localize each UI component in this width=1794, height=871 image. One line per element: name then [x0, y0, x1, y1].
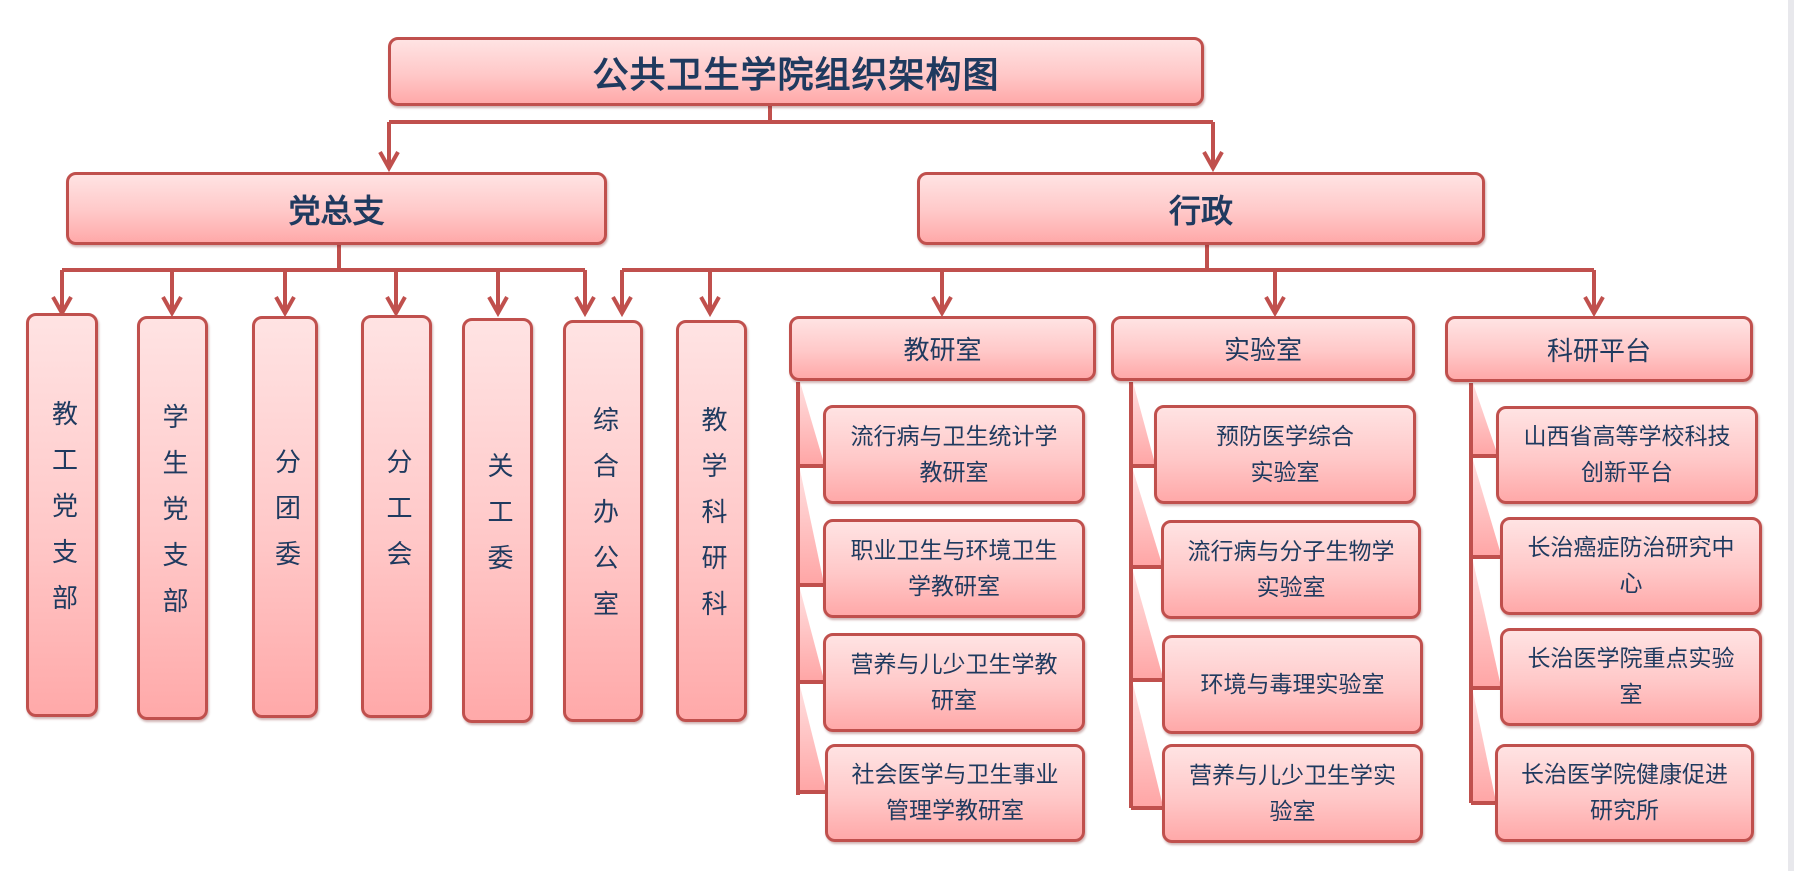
node-party-branch: 党总支: [66, 172, 607, 245]
sub-node: 长治医学院重点实验室: [1500, 628, 1762, 726]
node-label: 行政: [1168, 191, 1233, 230]
arrow-head: [1264, 296, 1286, 318]
node-label: 教工党支部: [47, 400, 78, 630]
node-label: 综合办公室: [588, 406, 619, 636]
node-teaching-offices: 教研室: [789, 316, 1096, 381]
node-teaching-research-section: 教学科研科: [676, 320, 747, 722]
sub-node-line: 验室: [1269, 798, 1316, 825]
connector-wedge: [800, 382, 823, 466]
arrow-head: [931, 296, 953, 318]
sub-node-line: 社会医学与卫生事业: [851, 762, 1059, 788]
sub-node: 营养与儿少卫生学实验室: [1162, 744, 1423, 843]
sub-node: 营养与儿少卫生学教研室: [823, 633, 1085, 732]
arrow-head: [161, 296, 183, 318]
connector-wedge: [1133, 571, 1162, 680]
sub-node: 长治癌症防治研究中心: [1500, 517, 1762, 615]
arrow-head: [611, 296, 633, 318]
sub-node: 长治医学院健康促进研究所: [1495, 744, 1754, 842]
sub-node-line: 管理学教研室: [886, 798, 1024, 824]
node-label: 党总支: [288, 191, 385, 230]
sub-node-line: 流行病与卫生统计学: [850, 423, 1058, 450]
scrollbar-track[interactable]: [1788, 0, 1794, 871]
sub-node: 职业卫生与环境卫生学教研室: [823, 519, 1085, 618]
arrow-head: [699, 296, 721, 318]
arrow-head: [574, 296, 596, 318]
sub-node: 流行病与卫生统计学教研室: [823, 405, 1085, 504]
sub-node-line: 教研室: [919, 459, 989, 486]
sub-node-line: 营养与儿少卫生学教: [850, 651, 1058, 678]
connector-wedge: [1133, 382, 1154, 466]
sub-node-line: 实验室: [1250, 459, 1320, 486]
sub-node-line: 室: [1619, 682, 1643, 708]
connector-wedge: [800, 589, 823, 682]
sub-node-line: 预防医学综合: [1216, 423, 1354, 450]
sub-node-line: 实验室: [1256, 574, 1326, 601]
node-label: 科研平台: [1546, 336, 1651, 367]
connector-wedge: [1133, 684, 1162, 808]
node-label: 教研室: [903, 336, 982, 366]
node-label: 关工委: [483, 451, 513, 590]
arrow-head: [274, 296, 296, 318]
arrow-head: [487, 296, 509, 318]
connector-wedge: [800, 686, 825, 792]
node-label: 分工会: [382, 447, 412, 586]
node-label: 学生党支部: [158, 403, 188, 633]
arrow-head: [1202, 151, 1224, 173]
sub-node-line: 长治癌症防治研究中: [1527, 535, 1735, 561]
sub-node-line: 职业卫生与环境卫生: [850, 537, 1058, 564]
node-label: 实验室: [1223, 336, 1302, 366]
connector-wedge: [1473, 383, 1496, 456]
sub-node-line: 研室: [931, 687, 977, 714]
node-label: 分团委: [270, 448, 301, 586]
node-trade-union: 分工会: [361, 315, 432, 718]
node-administration: 行政: [917, 172, 1485, 245]
node-youth-league: 分团委: [252, 316, 318, 718]
node-laboratories: 实验室: [1111, 316, 1415, 381]
connector-wedge: [1473, 692, 1495, 803]
sub-node-line: 长治医学院健康促进: [1521, 762, 1728, 788]
sub-node: 环境与毒理实验室: [1162, 635, 1423, 734]
sub-node-line: 山西省高等学校科技: [1523, 424, 1731, 450]
sub-node: 社会医学与卫生事业管理学教研室: [825, 744, 1085, 842]
arrow-head: [385, 296, 407, 318]
node-student-party-branch: 学生党支部: [137, 316, 208, 720]
connector-wedge: [1473, 460, 1500, 557]
arrow-head: [1583, 296, 1605, 318]
sub-node-line: 学教研室: [908, 573, 1000, 600]
sub-node-line: 研究所: [1590, 798, 1659, 824]
arrow-head: [378, 151, 400, 173]
sub-node: 流行病与分子生物学实验室: [1161, 520, 1421, 619]
chart-title: 公共卫生学院组织架构图: [592, 54, 1000, 96]
chart-title-box: 公共卫生学院组织架构图: [388, 37, 1204, 106]
sub-node: 山西省高等学校科技创新平台: [1496, 406, 1758, 504]
node-faculty-party-branch: 教工党支部: [26, 313, 98, 717]
connector-wedge: [1133, 470, 1161, 567]
node-general-office: 综合办公室: [563, 320, 643, 722]
sub-node-line: 创新平台: [1581, 460, 1673, 486]
sub-node: 预防医学综合实验室: [1154, 405, 1416, 504]
connector-wedge: [800, 470, 823, 585]
sub-node-line: 长治医学院重点实验: [1527, 646, 1735, 672]
sub-node-line: 心: [1619, 571, 1643, 597]
node-research-platforms: 科研平台: [1445, 316, 1753, 382]
node-care-committee: 关工委: [462, 318, 533, 723]
sub-node-line: 环境与毒理实验室: [1200, 671, 1385, 698]
sub-node-line: 流行病与分子生物学: [1187, 538, 1395, 565]
sub-node-line: 营养与儿少卫生学实: [1189, 762, 1396, 789]
node-label: 教学科研科: [697, 406, 727, 636]
connector-wedge: [1473, 561, 1500, 688]
